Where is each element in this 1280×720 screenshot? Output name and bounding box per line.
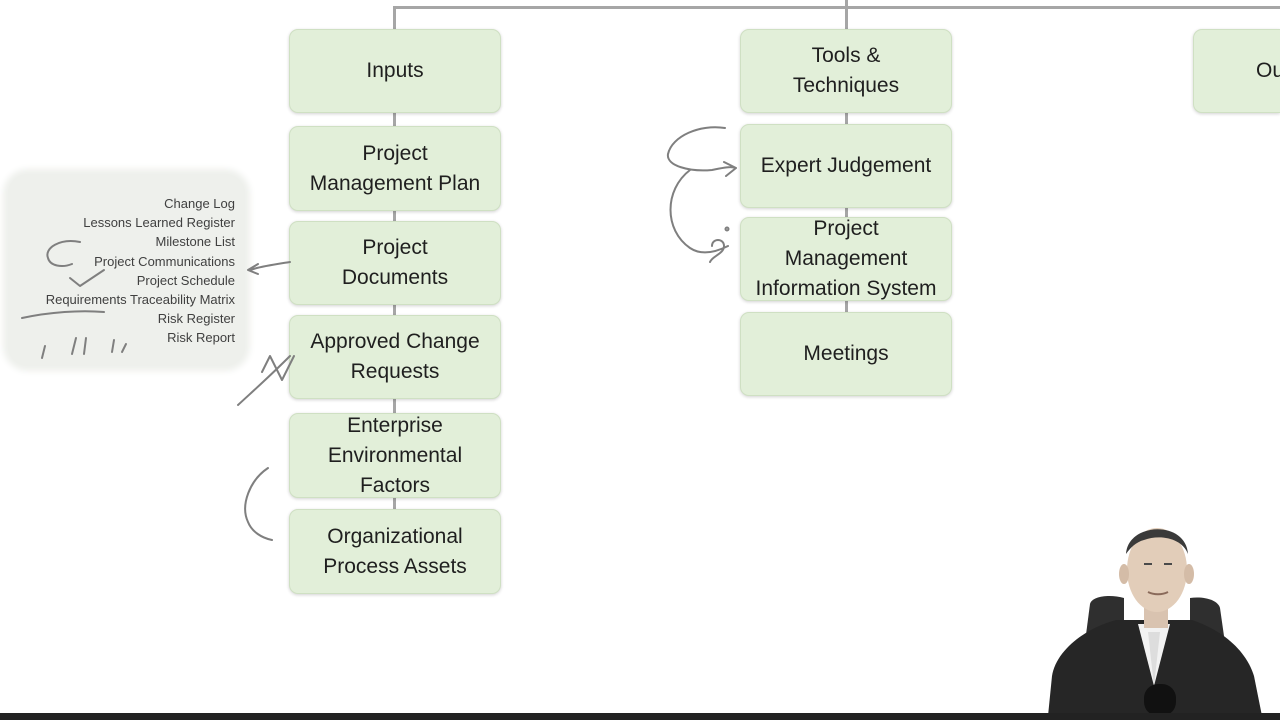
tool-expert-judgement: Expert Judgement xyxy=(740,124,952,208)
doc-item: Requirements Traceability Matrix xyxy=(45,292,235,308)
input-project-management-plan: Project Management Plan xyxy=(289,126,501,211)
doc-item: Lessons Learned Register xyxy=(83,215,235,231)
tool-pmis: Project Management Information System xyxy=(740,217,952,301)
top-connector-line xyxy=(394,6,1280,9)
input-approved-change-requests: Approved Change Requests xyxy=(289,315,501,399)
inputs-drop-line xyxy=(393,6,396,30)
tools-header-box: Tools & Techniques xyxy=(740,29,952,113)
doc-item: Risk Report xyxy=(167,330,235,346)
doc-item: Project Communications xyxy=(94,253,235,269)
project-documents-list: Change Log Lessons Learned Register Mile… xyxy=(8,174,245,366)
bottom-bar xyxy=(0,713,1280,720)
tools-drop-line xyxy=(845,0,848,30)
presenter-video xyxy=(1048,528,1262,716)
doc-item: Change Log xyxy=(164,196,235,211)
input-organizational-process-assets: Organizational Process Assets xyxy=(289,509,501,594)
pen-curve-pmis xyxy=(669,169,729,263)
pen-dot xyxy=(724,226,730,232)
outputs-header-box: Ou xyxy=(1193,29,1280,113)
pen-bracket-factors xyxy=(244,467,273,541)
doc-item: Milestone List xyxy=(155,234,235,250)
doc-item: Project Schedule xyxy=(136,272,235,288)
tool-meetings: Meetings xyxy=(740,312,952,396)
inputs-header-box: Inputs xyxy=(289,29,501,113)
doc-item: Risk Register xyxy=(157,311,235,327)
input-enterprise-environmental-factors: Enterprise Environmental Factors xyxy=(289,413,501,498)
pen-loop-expert-judgement xyxy=(666,126,737,177)
input-project-documents: Project Documents xyxy=(289,221,501,305)
pen-arrow-change-requests xyxy=(237,355,295,406)
pen-arrow-to-list xyxy=(247,261,291,275)
